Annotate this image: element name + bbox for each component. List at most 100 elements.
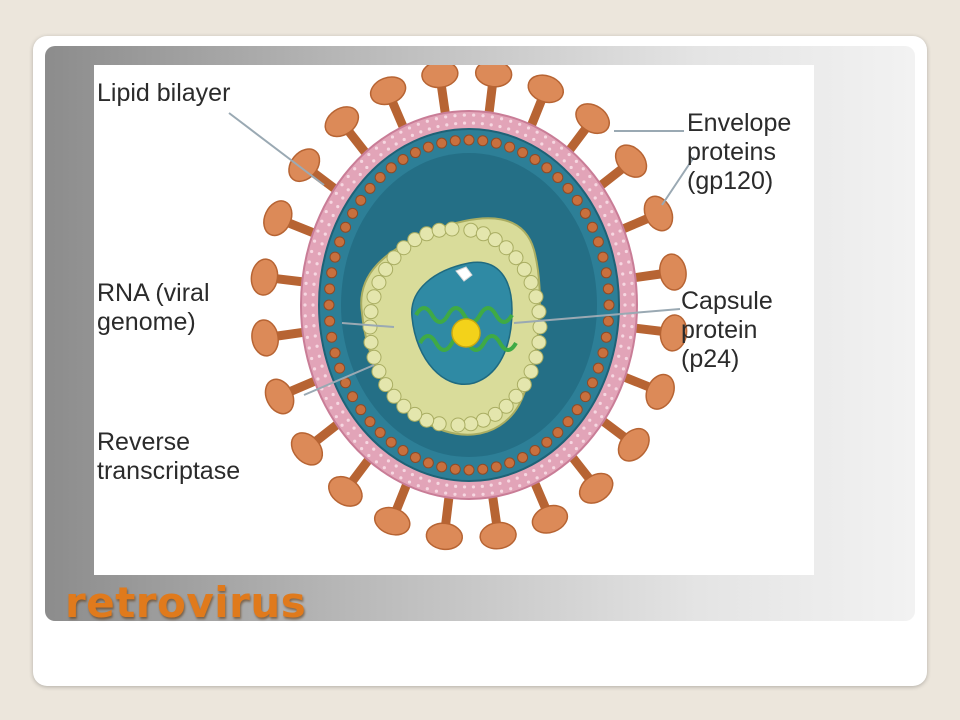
lipid-head — [462, 493, 466, 497]
lipid-head — [402, 468, 406, 473]
leader-line — [341, 322, 395, 328]
lipid-head — [543, 471, 548, 475]
lipid-head — [614, 242, 618, 246]
lipid-head — [518, 484, 522, 488]
lipid-head — [614, 364, 618, 368]
lipid-head — [419, 476, 423, 480]
matrix-bead — [552, 427, 564, 439]
lipid-head — [386, 147, 391, 151]
capsid-protein-bead — [419, 412, 435, 428]
envelope-protein-knob — [578, 472, 614, 504]
lipid-head — [312, 324, 316, 328]
lipid-head — [481, 114, 485, 118]
lipid-head — [312, 367, 317, 371]
matrix-bead — [600, 331, 612, 343]
matrix-bead — [347, 391, 359, 403]
lipid-head — [618, 229, 622, 233]
lipid-head — [471, 121, 476, 125]
lipid-head — [507, 479, 511, 483]
capsid-protein-bead — [523, 363, 539, 379]
lipid-head — [324, 396, 328, 401]
capsid-protein-bead — [371, 363, 387, 379]
matrix-bead — [586, 221, 598, 233]
lipid-head — [453, 492, 457, 496]
lipid-head — [567, 152, 571, 157]
lipid-head — [329, 406, 333, 410]
lipid-head — [390, 135, 395, 139]
lipid-head — [621, 239, 626, 243]
lipid-head — [407, 126, 412, 130]
lipid-head — [630, 281, 634, 285]
lipid-head — [630, 325, 634, 329]
capsid-protein-bead — [487, 406, 503, 422]
lipid-head — [329, 200, 333, 204]
lipid-head — [312, 239, 317, 243]
matrix-bead — [385, 436, 397, 448]
lipid-head — [305, 335, 310, 339]
lipid-head — [498, 125, 502, 129]
lipid-head — [358, 172, 362, 177]
lipid-head — [552, 466, 556, 470]
lipid-head — [358, 433, 362, 438]
lipid-head — [336, 401, 340, 405]
lipid-head — [547, 147, 552, 151]
lipid-head — [490, 115, 494, 119]
lipid-head — [402, 137, 406, 142]
label-reverse-transcriptase: Reverse transcriptase — [97, 428, 241, 485]
label-envelope-proteins: Envelope proteins (gp120) — [687, 109, 792, 195]
matrix-bead — [477, 135, 489, 147]
lipid-head — [607, 383, 611, 387]
capsid-protein-bead — [516, 377, 532, 393]
matrix-bead — [326, 267, 338, 279]
envelope-protein-knob — [328, 475, 363, 507]
slide-title: retrovirus — [65, 578, 307, 627]
lipid-head — [562, 447, 566, 451]
capsid-protein-bead — [407, 232, 423, 248]
lipid-head — [559, 146, 564, 150]
lipid-head — [311, 303, 315, 307]
lipid-head — [303, 292, 307, 296]
lipid-head — [317, 354, 321, 358]
lipid-head — [346, 431, 350, 436]
capsid-protein-bead — [444, 221, 460, 237]
lipid-head — [600, 415, 604, 419]
lipid-head — [576, 433, 580, 438]
lipid-head — [617, 252, 621, 256]
capsid-protein-bead — [450, 417, 466, 433]
capsid-protein-bead — [386, 388, 402, 404]
envelope-protein-knob — [645, 373, 675, 410]
capsid-protein-bead — [378, 261, 394, 277]
envelope-protein-knob — [264, 378, 295, 415]
label-rna: RNA (viral genome) — [97, 279, 210, 336]
matrix-bead — [529, 153, 541, 165]
capsid-protein-bead — [475, 226, 491, 242]
lipid-head — [304, 325, 308, 329]
lipid-head — [499, 117, 504, 121]
lipid-head — [313, 334, 317, 338]
matrix-bead — [334, 236, 346, 248]
lipid-head — [543, 135, 548, 139]
lipid-head — [410, 472, 415, 477]
matrix-bead — [326, 331, 338, 343]
lipid-head — [507, 127, 511, 131]
matrix-bead — [517, 147, 529, 159]
lipid-head — [427, 127, 431, 131]
envelope-protein-knob — [575, 103, 610, 135]
matrix-bead — [529, 445, 541, 457]
lipid-head — [340, 183, 344, 187]
matrix-bead — [334, 362, 346, 374]
matrix-bead — [463, 464, 475, 476]
envelope-protein-knob — [250, 258, 279, 296]
lipid-head — [382, 140, 386, 144]
envelope-protein-knob — [659, 253, 687, 291]
matrix-bead — [449, 135, 461, 147]
lipid-head — [594, 423, 598, 427]
matrix-bead — [562, 416, 574, 428]
lipid-head — [509, 119, 513, 123]
lipid-head — [611, 232, 615, 236]
lipid-head — [303, 314, 307, 318]
leader-lines — [228, 112, 695, 396]
lipid-head — [619, 262, 623, 266]
lipid-head — [562, 159, 566, 163]
lipid-head — [427, 479, 431, 483]
